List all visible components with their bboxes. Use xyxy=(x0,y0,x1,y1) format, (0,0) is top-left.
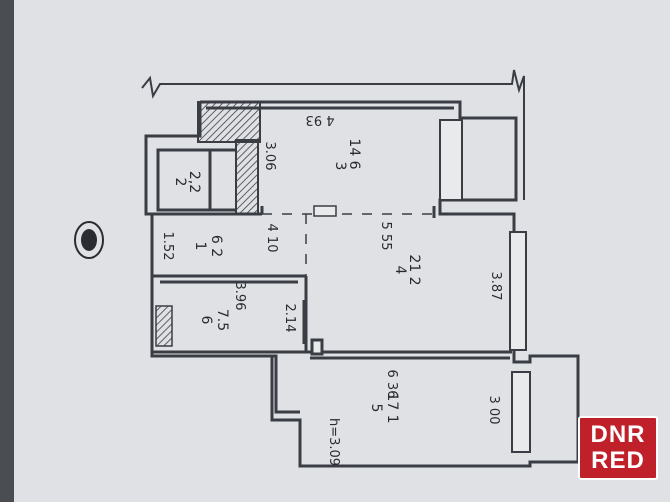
watermark-logo: DNR RED xyxy=(578,416,658,480)
watermark-line1: DNR xyxy=(590,421,646,448)
room3-number: 3 xyxy=(332,162,348,171)
room1-dimension-b: 1.52 xyxy=(160,232,175,261)
paper-background xyxy=(14,0,670,502)
break-line xyxy=(141,69,525,200)
room1-number: 1 xyxy=(192,242,208,251)
top-dimension: 4 93 xyxy=(306,112,335,127)
room4-dimension-b: 3.87 xyxy=(488,272,503,301)
photo-edge xyxy=(0,0,14,502)
watermark-line2: RED xyxy=(591,447,645,474)
room6-number: 6 xyxy=(198,316,214,325)
room3-dimension: 3.06 xyxy=(262,142,277,171)
window-right xyxy=(509,231,527,351)
room4-number: 4 xyxy=(392,266,408,275)
shaft-hatch-vertical xyxy=(235,139,259,215)
room2-number: 2 xyxy=(172,178,188,187)
room6-dimension-b: 2.14 xyxy=(282,304,297,333)
window-top xyxy=(439,119,463,201)
room2-area: 2,2 xyxy=(186,171,202,193)
room1-area: 6 2 xyxy=(208,235,224,257)
room6-area: 7.5 xyxy=(214,309,230,331)
interior-walls xyxy=(150,148,512,414)
room3-area: 14 6 xyxy=(346,138,362,169)
room6-dimension-a: 3.96 xyxy=(232,282,247,311)
room4-area: 21 2 xyxy=(406,254,422,285)
compass-icon xyxy=(74,221,104,259)
bathtub-fixture xyxy=(155,305,173,347)
shaft-hatch xyxy=(197,101,261,143)
room5-number: 5 xyxy=(368,404,384,413)
room5-height: h=3.09 xyxy=(326,418,341,466)
room5-dimension-b: 3 00 xyxy=(486,396,501,425)
room5-area: 17 1 xyxy=(384,392,400,423)
window-bottom xyxy=(511,371,531,453)
radiator xyxy=(313,205,337,217)
room5-dimension-a: 6 36 xyxy=(384,370,399,399)
room4-dimension-a: 5 55 xyxy=(378,222,393,251)
room1-dimension-a: 4 10 xyxy=(264,224,279,253)
